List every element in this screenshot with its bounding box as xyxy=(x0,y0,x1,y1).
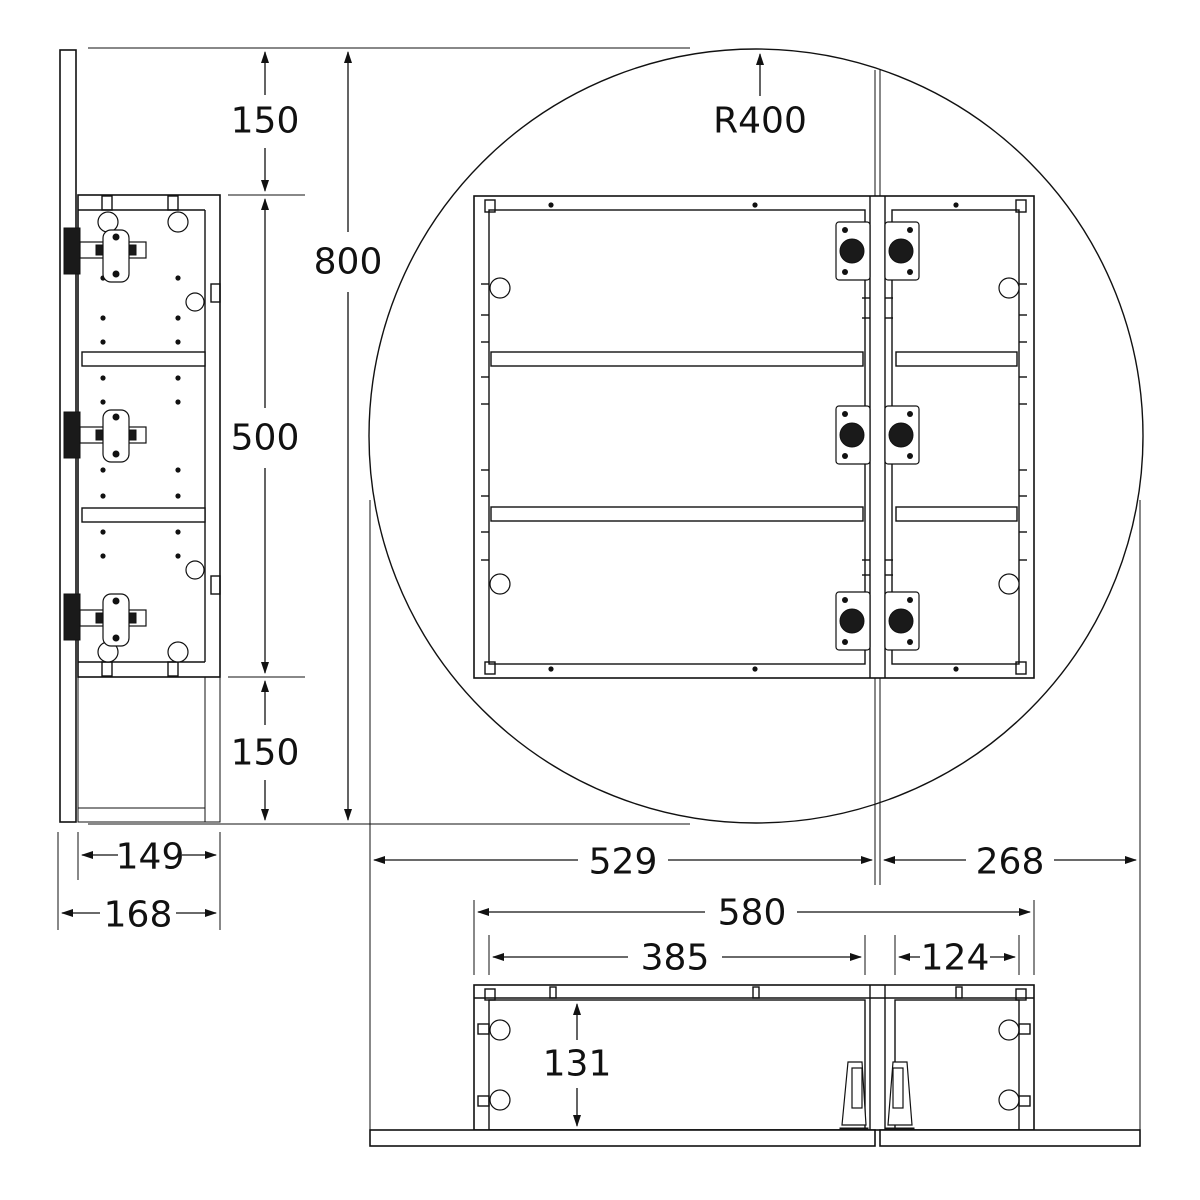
dim-inner-depth-plan: 131 xyxy=(543,1044,612,1085)
front-hinge-bottom xyxy=(835,591,920,651)
plan-cabinet-body xyxy=(473,984,1035,1131)
side-view: 150 500 150 800 149 168 xyxy=(57,47,690,936)
side-hinge-top xyxy=(63,227,147,283)
dim-top-offset: 150 xyxy=(231,101,300,142)
side-hinge-bottom xyxy=(63,593,147,647)
dim-overall-height: 800 xyxy=(314,242,383,283)
dim-bottom-offset: 150 xyxy=(231,733,300,774)
side-shelf-top xyxy=(81,351,206,367)
front-shelf-pin-ticks xyxy=(481,283,1027,576)
front-cabinet-body xyxy=(473,195,1035,679)
plan-door-right xyxy=(879,1129,1141,1147)
front-shelf-right-bottom xyxy=(895,506,1018,522)
side-lower-panel xyxy=(77,676,221,823)
front-hinge-top xyxy=(835,221,920,281)
plan-door-left xyxy=(369,1129,876,1147)
plan-view: 580 385 124 xyxy=(369,893,1141,1147)
front-hinge-middle xyxy=(835,405,920,465)
round-mirror-outline xyxy=(368,48,1144,824)
side-shelf-bottom xyxy=(81,507,206,523)
dim-right-inner-width: 124 xyxy=(921,938,990,979)
dim-left-inner-width: 385 xyxy=(641,938,710,979)
front-shelf-right-top xyxy=(895,351,1018,367)
dim-cabinet-width: 580 xyxy=(718,893,787,934)
dim-right-width: 268 xyxy=(976,842,1045,883)
side-pin-holes xyxy=(100,275,181,559)
dim-overall-depth: 168 xyxy=(104,895,173,936)
dim-left-width: 529 xyxy=(589,842,658,883)
side-hinge-middle xyxy=(63,409,147,463)
front-shelf-left-top xyxy=(490,351,864,367)
dim-radius: R400 xyxy=(713,101,807,142)
dim-inner-depth: 149 xyxy=(116,837,185,878)
front-view: R400 xyxy=(368,48,1144,1135)
front-shelf-left-bottom xyxy=(490,506,864,522)
dim-inner-height: 500 xyxy=(231,418,300,459)
